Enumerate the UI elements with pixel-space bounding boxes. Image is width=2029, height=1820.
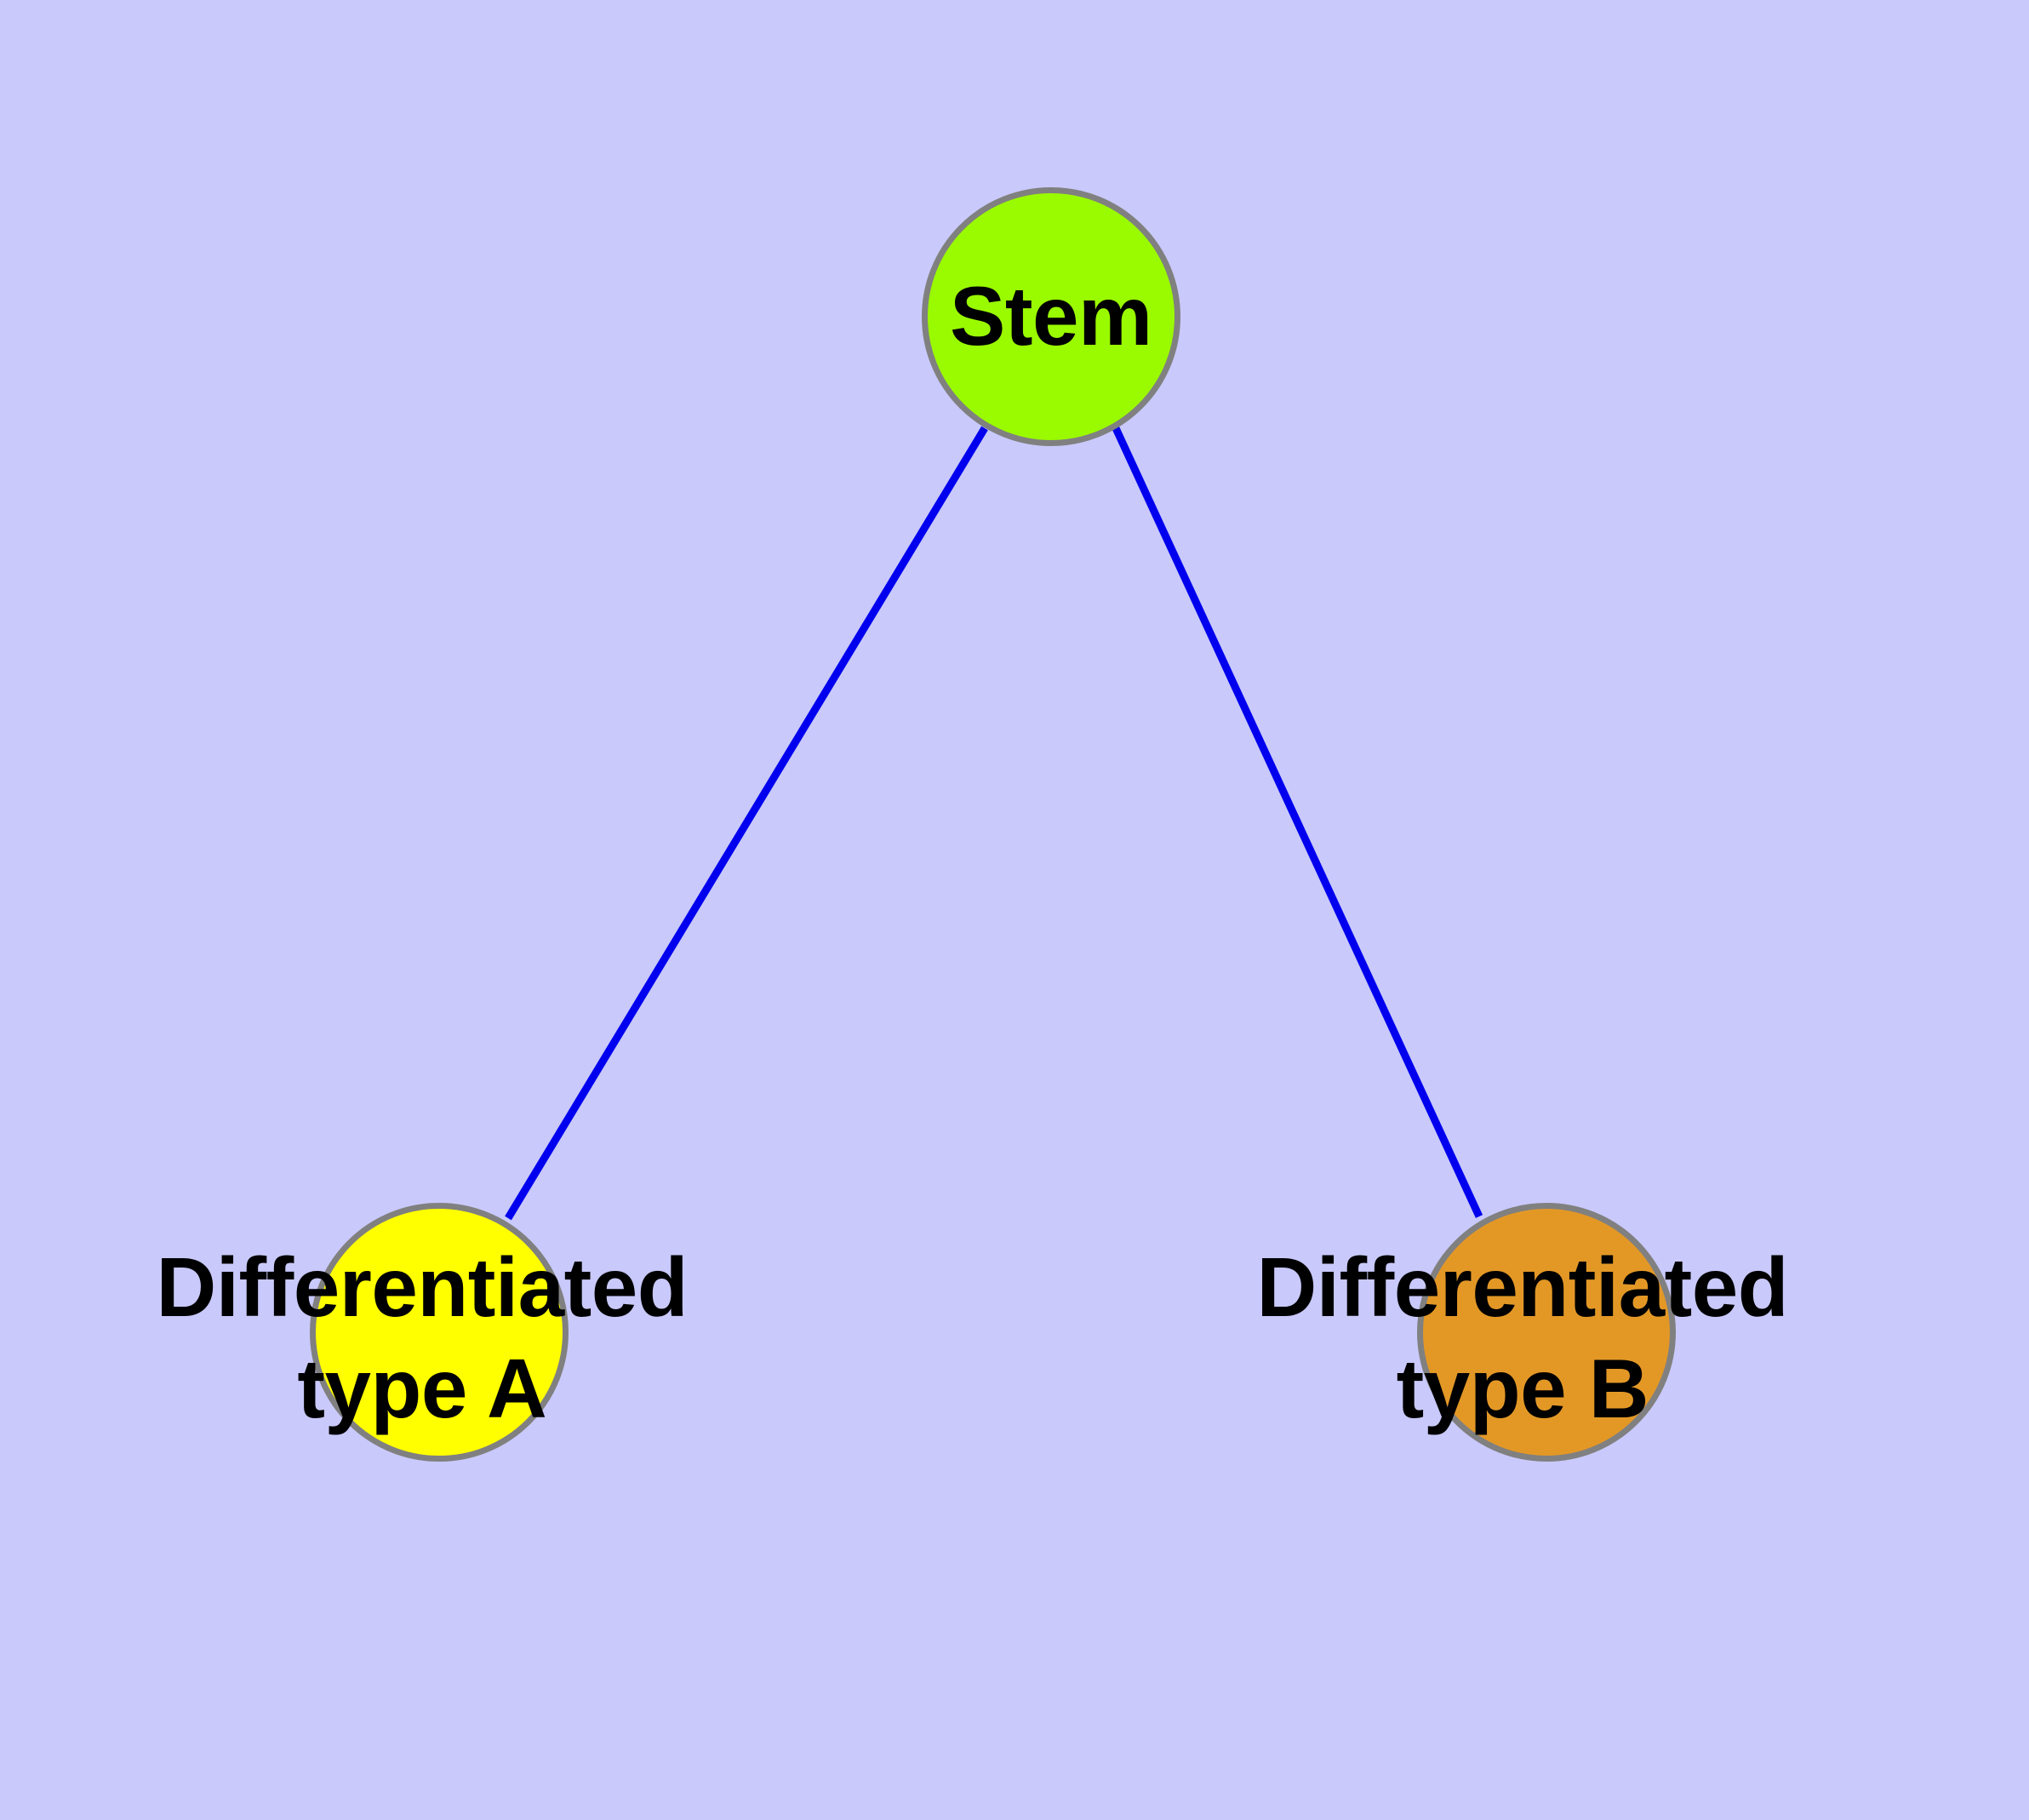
edge-stem-to-differentiated-type-b <box>1112 426 1483 1218</box>
node-stem[interactable] <box>922 187 1180 446</box>
edge-stem-to-differentiated-type-a <box>505 426 988 1221</box>
node-differentiated-type-b[interactable] <box>1417 1203 1676 1462</box>
node-differentiated-type-a[interactable] <box>310 1203 569 1462</box>
